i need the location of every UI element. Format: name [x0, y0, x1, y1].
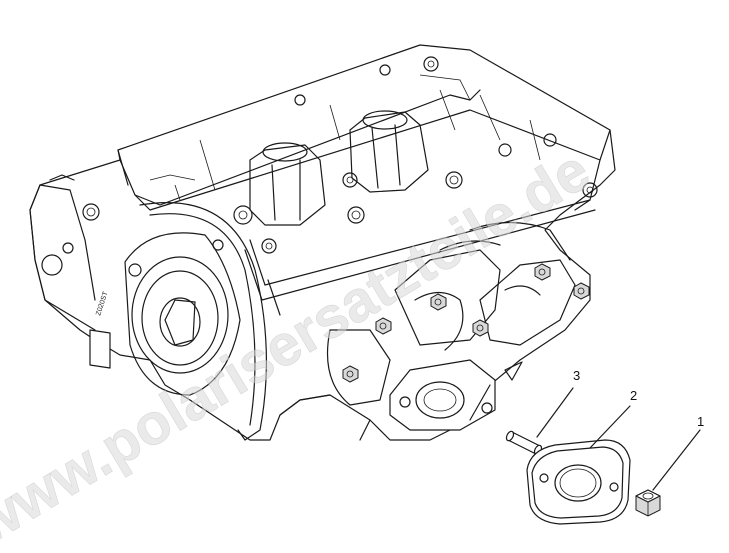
- manifold-nut-5: [534, 263, 551, 281]
- callout-number-1: 1: [697, 414, 704, 429]
- callout-number-3: 3: [573, 368, 580, 383]
- manifold-nut-2: [375, 317, 392, 335]
- part-hex-nut: [635, 489, 661, 517]
- engine-head-assembly: Z020ST: [29, 44, 616, 441]
- leader-line-1: [652, 429, 701, 491]
- part-dowel-pin: [505, 430, 543, 456]
- leader-line-2: [589, 405, 631, 449]
- manifold-nut-4: [472, 319, 489, 337]
- callout-leaders: [536, 387, 701, 491]
- callout-number-2: 2: [630, 388, 637, 403]
- manifold-nut-1: [342, 365, 359, 383]
- manifold-nut-3: [430, 293, 447, 311]
- manifold-nut-6: [573, 282, 590, 300]
- part-flange-gasket: [526, 439, 631, 525]
- leader-line-3: [536, 387, 574, 438]
